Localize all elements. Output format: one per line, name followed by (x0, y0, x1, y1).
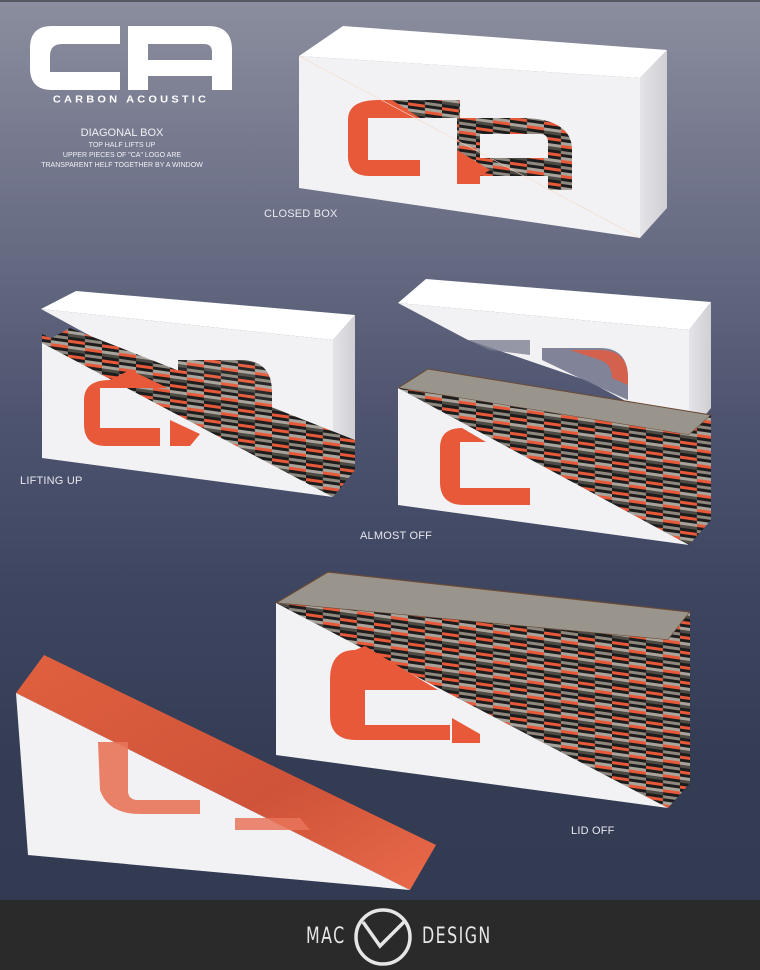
footer-bar (0, 900, 760, 970)
description-line: TOP HALF LIFTS UP (88, 142, 156, 149)
description-line: UPPER PIECES OF "CA" LOGO ARE (62, 152, 182, 159)
carbon-acoustic-logo-icon (30, 26, 232, 90)
lid-piece-illustration (16, 655, 436, 890)
description-title: DIAGONAL BOX (80, 127, 164, 139)
description-line: TRANSPARENT HELF TOGETHER BY A WINDOW (41, 162, 203, 169)
stage-label-lifting-up: LIFTING UP (20, 475, 83, 487)
brand-name: CARBON ACOUSTIC (52, 94, 210, 106)
top-border (0, 0, 760, 2)
lid-off-box-illustration (274, 571, 692, 808)
stage-label-lid-off: LID OFF (571, 825, 615, 837)
footer-design-text: DESIGN (422, 924, 492, 949)
description-block: DIAGONAL BOX TOP HALF LIFTS UP UPPER PIE… (22, 127, 222, 171)
stage-label-closed-box: CLOSED BOX (264, 208, 338, 220)
closed-box-illustration (298, 26, 667, 239)
almost-off-box-illustration (396, 279, 713, 545)
stage-label-almost-off: ALMOST OFF (360, 530, 433, 542)
footer-mac-text: MAC (306, 924, 346, 949)
lifting-up-box-illustration (41, 291, 355, 497)
